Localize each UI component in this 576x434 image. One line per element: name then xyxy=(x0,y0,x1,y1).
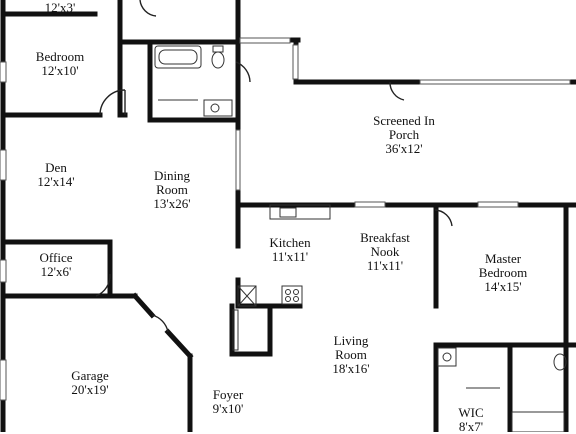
room-label-kitchen: Kitchen 11'x11' xyxy=(269,236,310,264)
room-name: Den xyxy=(45,160,67,175)
room-name: Foyer xyxy=(212,387,244,402)
windows xyxy=(0,37,571,401)
room-dims: 36'x12' xyxy=(385,141,423,156)
room-dims: 12'x14' xyxy=(37,174,75,189)
room-dims: 13'x26' xyxy=(153,196,191,211)
room-label-bedroom-top: 12'x3' xyxy=(45,1,76,15)
room-dims: 20'x19' xyxy=(71,382,109,397)
fixtures xyxy=(154,45,567,432)
room-name: Dining Room xyxy=(153,168,191,197)
room-label-breakfast: Breakfast Nook 11'x11' xyxy=(345,231,425,273)
room-dims: 9'x10' xyxy=(212,401,244,416)
room-dims: 14'x15' xyxy=(484,279,522,294)
room-name: Breakfast Nook xyxy=(360,230,410,259)
room-label-garage: Garage 20'x19' xyxy=(71,369,109,397)
room-dims: 18'x16' xyxy=(332,361,370,376)
room-label-foyer: Foyer 9'x10' xyxy=(213,388,244,416)
doors xyxy=(95,0,453,333)
room-dims: 12'x6' xyxy=(40,264,72,279)
room-dims: 12'x10' xyxy=(41,63,79,78)
room-name: Office xyxy=(39,250,73,265)
room-dims: 11'x11' xyxy=(271,249,309,264)
room-dims: 11'x11' xyxy=(366,258,404,273)
room-name: WIC xyxy=(458,405,484,420)
room-label-office: Office 12'x6' xyxy=(40,251,73,279)
room-name: Screened In Porch xyxy=(373,113,435,142)
room-label-wic: WIC 8'x7' xyxy=(458,406,483,434)
room-label-bedroom: Bedroom 12'x10' xyxy=(36,50,84,78)
room-label-living: Living Room 18'x16' xyxy=(321,334,381,376)
room-label-den: Den 12'x14' xyxy=(37,161,74,189)
room-name: Garage xyxy=(71,368,109,383)
room-label-master: Master Bedroom 14'x15' xyxy=(463,252,543,294)
room-name: Bedroom xyxy=(35,49,85,64)
room-name: Living Room xyxy=(333,333,369,362)
room-label-porch: Screened In Porch 36'x12' xyxy=(369,114,439,156)
room-name: Kitchen xyxy=(269,235,311,250)
room-dims: 8'x7' xyxy=(458,419,484,434)
room-label-dining: Dining Room 13'x26' xyxy=(142,169,202,211)
room-dims: 12'x3' xyxy=(44,0,76,15)
room-name: Master Bedroom xyxy=(478,251,528,280)
